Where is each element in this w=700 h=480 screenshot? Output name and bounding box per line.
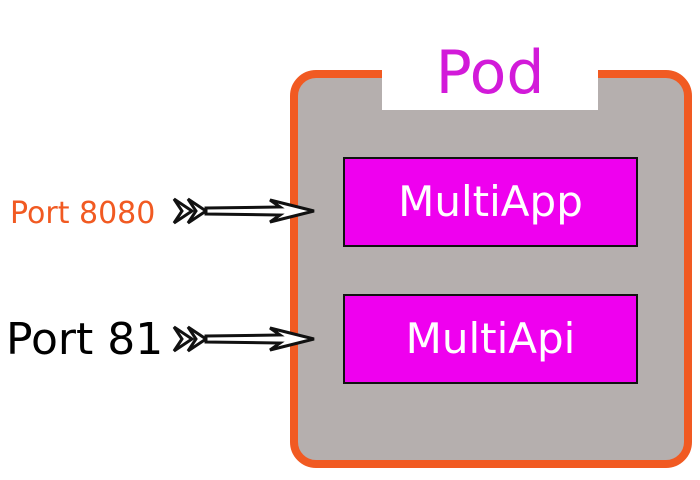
port-81-label: Port 81	[6, 314, 164, 365]
arrow-port-8080-icon	[172, 197, 315, 225]
pod-box	[290, 70, 692, 468]
pod-label: Pod	[435, 38, 545, 108]
container-multiapp: MultiApp	[343, 157, 638, 247]
container-multiapi: MultiApi	[343, 294, 638, 384]
port-8080-label: Port 8080	[10, 196, 156, 231]
pod-label-background	[382, 40, 598, 110]
arrow-port-81-icon	[172, 325, 315, 353]
